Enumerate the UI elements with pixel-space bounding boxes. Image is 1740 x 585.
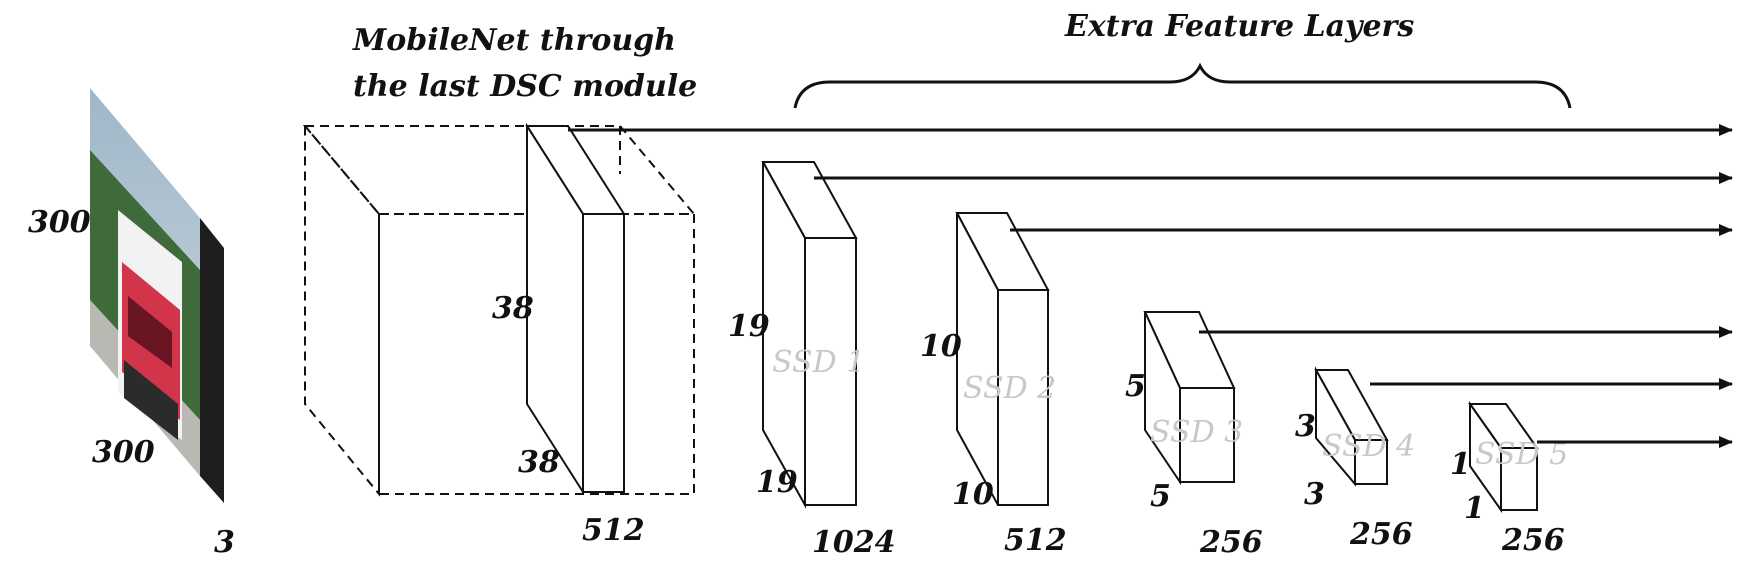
mobilenet-height-label: 38	[492, 291, 534, 326]
ssd1-width-label: 19	[756, 465, 798, 500]
ssd3-block: SSD 3 5 5 256	[1125, 311, 1263, 560]
input-width-label: 300	[92, 435, 155, 470]
ssd2-depth-label: 512	[1004, 523, 1067, 558]
ssd2-block: SSD 2 10 10 512	[920, 212, 1067, 558]
input-image-block: 300 300 3	[28, 88, 235, 560]
ssd1-name: SSD 1	[772, 345, 865, 380]
ssd3-height-label: 5	[1125, 369, 1146, 404]
mobilenet-map-front	[582, 213, 625, 493]
mobilenet-cube-top	[302, 125, 697, 215]
mobilenet-title-line2: the last DSC module	[353, 69, 697, 104]
ssd4-depth-label: 256	[1349, 517, 1413, 552]
ssd3-front	[1179, 387, 1235, 483]
ssd4-width-label: 3	[1304, 477, 1325, 512]
ssd1-height-label: 19	[728, 309, 770, 344]
ssd2-front	[997, 289, 1049, 506]
ssd5-height-label: 1	[1450, 447, 1471, 482]
ssd2-width-label: 10	[952, 477, 994, 512]
ssd5-block: SSD 5 1 1 256	[1450, 400, 1568, 558]
extra-feature-layers-title: Extra Feature Layers	[1064, 9, 1414, 44]
ssd4-front	[1354, 439, 1388, 485]
ssd2-height-label: 10	[920, 329, 962, 364]
output-arrows	[568, 124, 1733, 448]
ssd5-depth-label: 256	[1501, 523, 1565, 558]
mobilenet-depth-label: 512	[582, 513, 645, 548]
ssd4-height-label: 3	[1295, 409, 1316, 444]
ssd1-depth-label: 1024	[812, 525, 896, 560]
ssd2-name: SSD 2	[963, 371, 1056, 406]
ssd4-block: SSD 4 3 3 256	[1295, 366, 1415, 552]
mobilenet-cube-left	[304, 123, 380, 497]
ssd5-front	[1500, 447, 1538, 511]
ssd3-width-label: 5	[1150, 479, 1171, 514]
ssd3-name: SSD 3	[1150, 415, 1243, 450]
mobilenet-feature-map: 38 38 512	[492, 122, 645, 548]
ssd3-depth-label: 256	[1199, 525, 1263, 560]
mobilenet-width-label: 38	[518, 445, 560, 480]
input-depth-label: 3	[214, 525, 235, 560]
input-image-side-face	[200, 218, 224, 503]
ssd1-block: SSD 1 19 19 1024	[728, 161, 896, 560]
ssd1-front	[804, 237, 857, 506]
input-image-face	[90, 88, 200, 476]
mobilenet-title-line1: MobileNet through	[352, 23, 676, 58]
ssd5-width-label: 1	[1464, 491, 1485, 526]
input-height-label: 300	[28, 205, 91, 240]
ssd4-name: SSD 4	[1322, 429, 1415, 464]
extra-feature-brace	[793, 62, 1572, 109]
